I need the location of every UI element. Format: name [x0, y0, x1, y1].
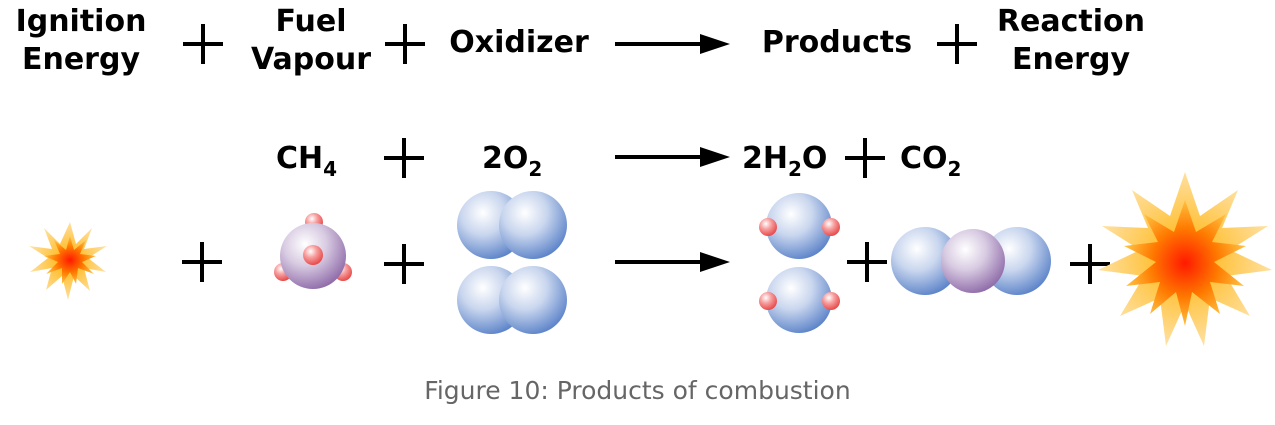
formula-co2-sub: 2 [947, 157, 962, 181]
term-fuel-vapour: Fuel Vapour [236, 3, 386, 79]
term-products-line1: Products [761, 25, 913, 60]
water-molecule-icon-1 [759, 193, 840, 259]
plus-sign-9 [1070, 244, 1110, 284]
plus-sign-8 [847, 242, 887, 282]
reaction-arrow-1 [615, 34, 730, 54]
figure-caption: Figure 10: Products of combustion [424, 376, 851, 405]
formula-methane-main: CH [276, 141, 324, 176]
plus-sign-4 [384, 138, 424, 178]
formula-oxygen-coef: 2O [482, 141, 529, 176]
formula-oxygen: 2O2 [482, 141, 543, 181]
plus-sign-3 [937, 24, 977, 64]
term-ignition-energy-line1: Ignition [15, 4, 147, 39]
formula-water-pre: 2H [742, 141, 788, 176]
plus-sign-2 [385, 24, 425, 64]
term-ignition-energy: Ignition Energy [4, 3, 158, 79]
term-products: Products [752, 24, 922, 62]
plus-sign-6 [182, 242, 222, 282]
water-molecule-icon-2 [759, 267, 840, 333]
term-fuel-vapour-line2: Vapour [250, 42, 372, 77]
methane-molecule-icon [274, 213, 352, 289]
term-reaction-energy: Reaction Energy [984, 3, 1158, 79]
formula-methane: CH4 [276, 141, 338, 181]
plus-sign-7 [384, 244, 424, 284]
formula-water: 2H2O [742, 141, 828, 181]
plus-sign-1 [183, 24, 223, 64]
term-reaction-energy-line1: Reaction [996, 4, 1146, 39]
reaction-energy-flame-icon [1098, 172, 1272, 346]
formula-co2-main: CO [900, 141, 948, 176]
reaction-arrow-3 [615, 252, 730, 272]
plus-sign-5 [845, 138, 885, 178]
formula-carbon-dioxide: CO2 [900, 141, 962, 181]
oxygen-molecule-icon-1 [457, 191, 567, 259]
formula-water-sub: 2 [787, 157, 802, 181]
ignition-energy-flame-icon [29, 222, 107, 300]
term-fuel-vapour-line1: Fuel [275, 4, 347, 39]
carbon-dioxide-molecule-icon [891, 227, 1051, 295]
term-ignition-energy-line2: Energy [21, 42, 141, 77]
oxygen-molecule-icon-2 [457, 266, 567, 334]
formula-methane-sub: 4 [323, 157, 338, 181]
term-reaction-energy-line2: Energy [1011, 42, 1131, 77]
term-oxidizer-line1: Oxidizer [449, 25, 589, 60]
formula-oxygen-sub: 2 [528, 157, 543, 181]
formula-water-post: O [801, 141, 828, 176]
reaction-arrow-2 [615, 147, 730, 167]
term-oxidizer: Oxidizer [438, 24, 600, 62]
